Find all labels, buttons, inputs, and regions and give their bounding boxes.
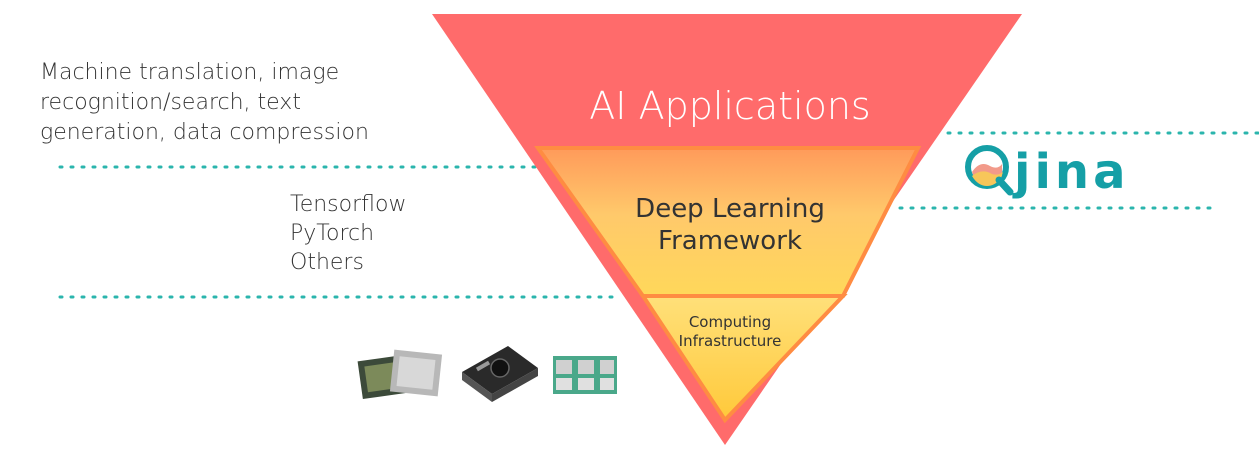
framework-item-pytorch: PyTorch bbox=[290, 221, 375, 246]
framework-list: Tensorflow PyTorch Others bbox=[290, 190, 406, 277]
tier-label-applications: AI Applications bbox=[589, 84, 871, 128]
tier-label-framework-line-2: Framework bbox=[658, 226, 802, 256]
tier-label-infrastructure-line-2: Infrastructure bbox=[678, 332, 782, 350]
tier-label-framework: Deep Learning Framework bbox=[600, 193, 860, 257]
tier-label-infrastructure-line-1: Computing bbox=[688, 313, 772, 331]
gpu-card-image bbox=[462, 346, 538, 402]
jina-wordmark: jina bbox=[1014, 144, 1130, 200]
framework-item-others: Others bbox=[290, 250, 364, 275]
tier-label-infrastructure: Computing Infrastructure bbox=[650, 313, 810, 351]
jina-logo-icon bbox=[965, 145, 1014, 196]
cpu-chip-image bbox=[357, 349, 443, 400]
tpu-board-image bbox=[553, 356, 617, 394]
applications-description: Machine translation, image recognition/s… bbox=[40, 60, 369, 145]
framework-item-tensorflow: Tensorflow bbox=[290, 192, 407, 217]
tier-label-framework-line-1: Deep Learning bbox=[635, 194, 825, 224]
pyramid-tier-infrastructure bbox=[639, 294, 848, 424]
